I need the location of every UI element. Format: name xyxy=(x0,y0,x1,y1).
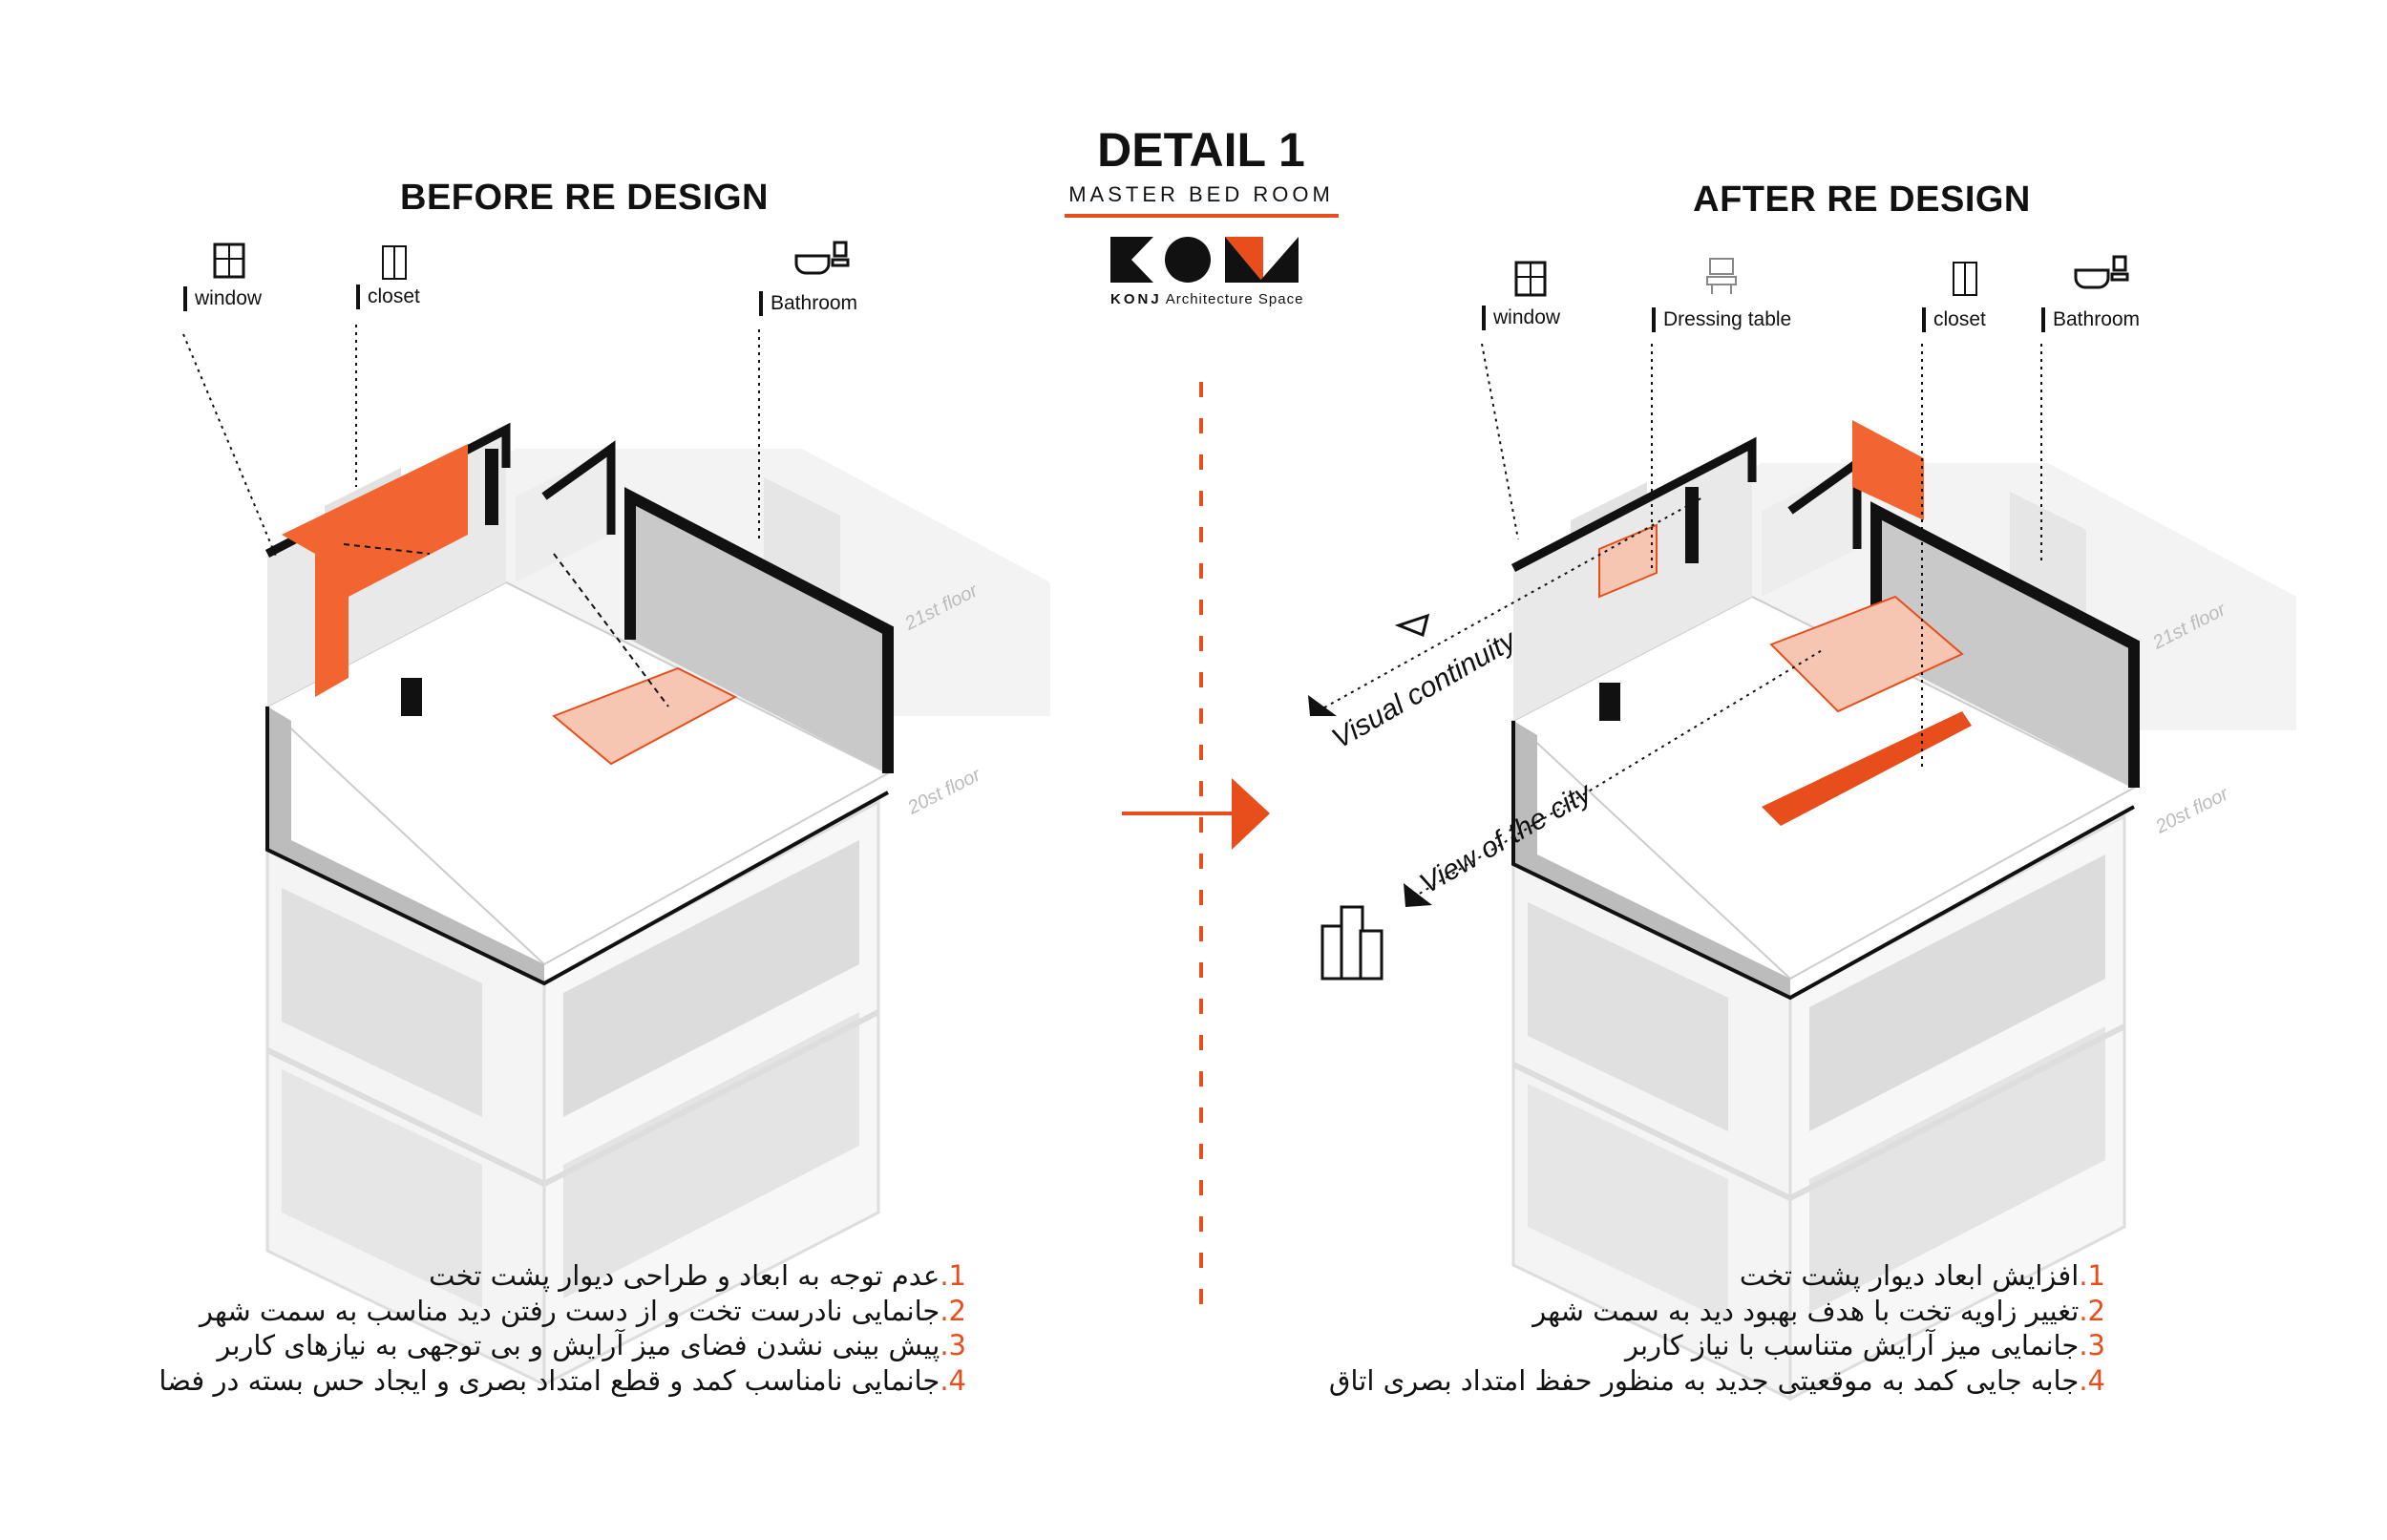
before-building xyxy=(267,430,1050,1384)
window-icon xyxy=(1514,261,1547,297)
before-notes: 1.عدم توجه به ابعاد و طراحی دیوار پشت تخ… xyxy=(107,1258,966,1398)
arrowhead-view xyxy=(1404,883,1432,907)
note-item: 3.جانمایی میز آرایش متناسب با نیاز کاربر xyxy=(1624,1329,2105,1361)
note-item: 2.تغییر زاویه تخت با هدف بهبود دید به سم… xyxy=(1532,1294,2105,1327)
note-item: 3.پیش بینی نشدن فضای میز آرایش و بی توجه… xyxy=(217,1329,966,1361)
bed xyxy=(1769,595,1964,713)
person-silhouette xyxy=(1685,487,1699,563)
after-title: AFTER RE DESIGN xyxy=(1693,179,2031,220)
title-underline xyxy=(1065,214,1339,218)
person-silhouette xyxy=(485,449,498,525)
note-item: 1.افزایش ابعاد دیوار پشت تخت xyxy=(1739,1259,2105,1292)
bathroom-icon xyxy=(2074,255,2129,289)
detail-subtitle: MASTER BED ROOM xyxy=(1068,182,1334,206)
brand-bold: KONJ xyxy=(1110,291,1162,307)
city-icon xyxy=(1320,905,1384,981)
note-item: 4.جانمایی نامناسب کمد و قطع امتداد بصری … xyxy=(158,1363,966,1397)
closet-highlight xyxy=(1852,420,1924,520)
bathroom-icon xyxy=(794,241,850,275)
note-item: 1.عدم توجه به ابعاد و طراحی دیوار پشت تخ… xyxy=(429,1259,966,1292)
closet-wall-highlight xyxy=(282,444,468,697)
person-seated xyxy=(1599,683,1620,721)
after-notes: 1.افزایش ابعاد دیوار پشت تخت 2.تغییر زاو… xyxy=(1246,1258,2105,1398)
label-closet: closet xyxy=(356,285,420,309)
arrowhead-visual xyxy=(1308,695,1337,716)
konj-logo xyxy=(1110,237,1299,283)
label-dressing-table: Dressing table xyxy=(1652,307,1791,332)
after-building xyxy=(1513,420,2296,1399)
leader-lines xyxy=(182,325,2042,898)
arrow-right-icon xyxy=(1122,778,1270,850)
window-icon xyxy=(213,243,245,279)
bed xyxy=(552,666,738,766)
detail-title: DETAIL 1 xyxy=(1097,123,1305,177)
label-closet: closet xyxy=(1922,307,1986,332)
note-item: 2.جانمایی نادرست تخت و از دست رفتن دید م… xyxy=(200,1294,966,1327)
label-bathroom: Bathroom xyxy=(759,291,857,316)
label-window: window xyxy=(1482,306,1560,330)
label-window: window xyxy=(183,286,262,311)
eye-icon xyxy=(1394,613,1430,638)
closet-icon xyxy=(1953,262,1977,296)
closet-icon xyxy=(382,245,407,280)
note-item: 4.جابه جایی کمد به موقعیتی جدید به منظور… xyxy=(1328,1363,2105,1397)
dressing-table-icon xyxy=(1706,258,1737,294)
dressing-table xyxy=(1598,523,1658,599)
label-bathroom: Bathroom xyxy=(2041,307,2140,332)
person-seated xyxy=(401,678,422,716)
before-title: BEFORE RE DESIGN xyxy=(400,178,769,218)
brand-rest: Architecture Space xyxy=(1165,291,1304,307)
window-bench xyxy=(1762,711,1972,826)
